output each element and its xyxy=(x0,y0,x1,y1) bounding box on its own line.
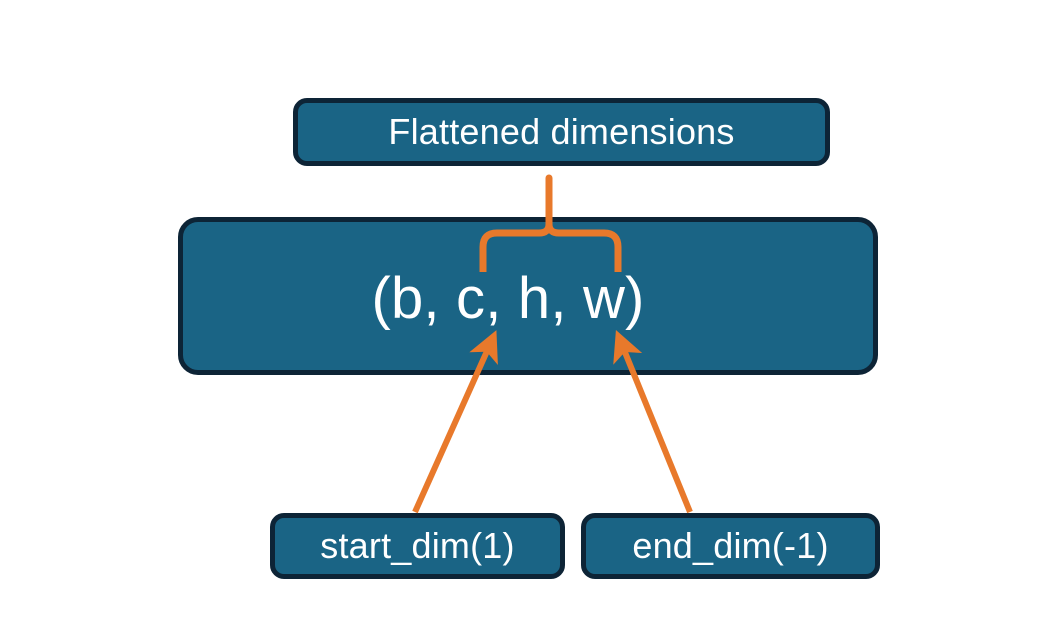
node-tensor-shape-label: (b, c, h, w) xyxy=(371,265,645,331)
node-flattened-dimensions-label: Flattened dimensions xyxy=(388,111,735,152)
node-tensor-shape[interactable]: (b, c, h, w) xyxy=(178,217,878,375)
node-start-dim-label: start_dim(1) xyxy=(320,525,515,566)
node-flattened-dimensions[interactable]: Flattened dimensions xyxy=(293,98,830,166)
node-end-dim-label: end_dim(-1) xyxy=(632,525,829,566)
node-start-dim[interactable]: start_dim(1) xyxy=(270,513,565,579)
node-end-dim[interactable]: end_dim(-1) xyxy=(581,513,880,579)
